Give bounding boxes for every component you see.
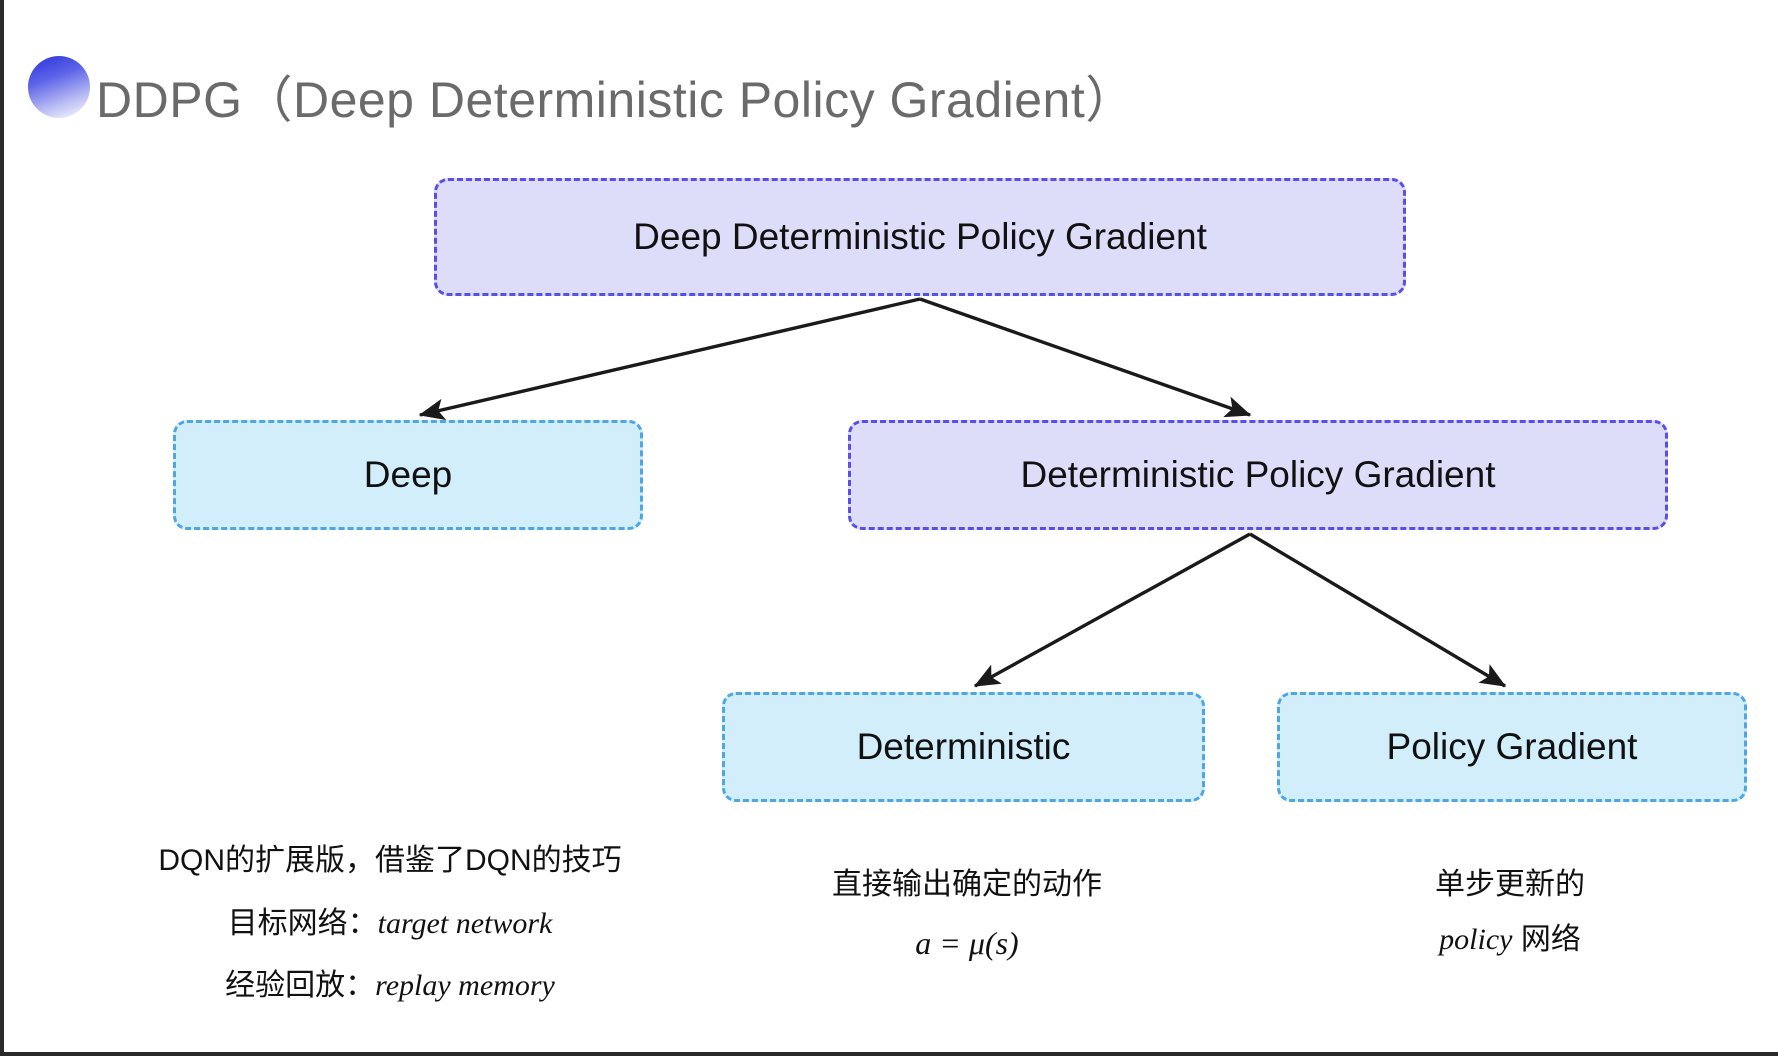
caption-deep: DQN的扩展版，借鉴了DQN的技巧 目标网络：target network 经验… [110, 838, 670, 1010]
node-label: Deep Deterministic Policy Gradient [633, 215, 1207, 257]
node-label: Policy Gradient [1386, 725, 1638, 767]
slide-bottom-border [0, 1047, 1778, 1056]
caption-policy-gradient-suffix: 网络 [1512, 922, 1581, 956]
edge-dpg-policy-gradient [1249, 532, 1507, 688]
caption-policy-gradient-italic: policy [1439, 922, 1513, 956]
caption-deep-line-2-prefix: 目标网络： [227, 906, 378, 940]
node-deterministic[interactable]: Deterministic [722, 692, 1205, 802]
node-label: Deterministic Policy Gradient [1020, 453, 1496, 495]
page-title: DDPG（Deep Deterministic Policy Gradient） [96, 72, 1136, 128]
edge-root-deep [418, 297, 921, 421]
caption-policy-gradient: 单步更新的 policy 网络 [1290, 862, 1730, 963]
caption-deterministic-line-1: 直接输出确定的动作 [832, 868, 1102, 901]
caption-deep-line-3-prefix: 经验回放： [225, 969, 376, 1002]
node-deep-deterministic-policy-gradient[interactable]: Deep Deterministic Policy Gradient [434, 178, 1406, 296]
node-label: Deep [363, 453, 453, 495]
caption-deterministic-formula: a = μ(s) [915, 924, 1019, 961]
slide-left-border [0, 0, 9, 1056]
caption-policy-gradient-line-1: 单步更新的 [1435, 868, 1585, 901]
caption-deterministic: 直接输出确定的动作 a = μ(s) [742, 862, 1192, 968]
node-policy-gradient[interactable]: Policy Gradient [1277, 692, 1747, 802]
node-deterministic-policy-gradient[interactable]: Deterministic Policy Gradient [848, 420, 1668, 530]
caption-deep-line-2-italic: target network [377, 906, 553, 940]
gradient-circle-bullet-icon [28, 56, 90, 118]
edge-dpg-deterministic [973, 532, 1251, 688]
caption-deep-line-3: 经验回放：replay memory [110, 963, 670, 1010]
caption-deep-line-1: DQN的扩展版，借鉴了DQN的技巧 [158, 844, 622, 877]
caption-deep-line-3-italic: replay memory [375, 969, 555, 1002]
caption-policy-gradient-line-2: policy 网络 [1290, 917, 1730, 964]
edge-root-dpg [919, 297, 1252, 418]
node-deep[interactable]: Deep [173, 420, 643, 530]
node-label: Deterministic [856, 725, 1071, 767]
caption-deep-line-2: 目标网络：target network [110, 901, 670, 948]
